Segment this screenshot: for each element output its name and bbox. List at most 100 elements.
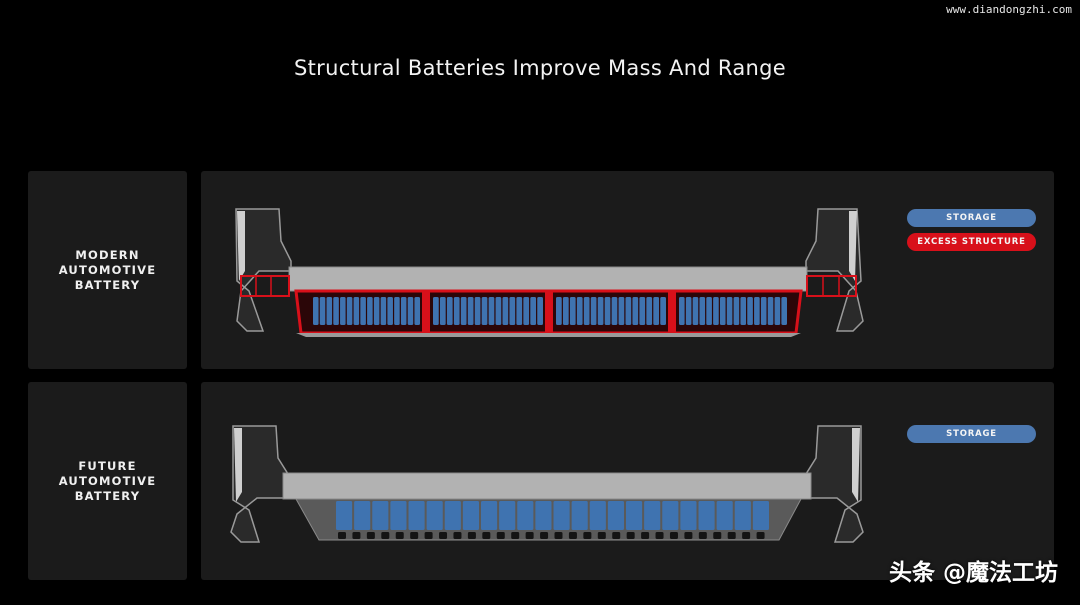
pack-rib xyxy=(612,532,621,539)
pack-rib xyxy=(727,532,736,539)
battery-cell xyxy=(346,297,353,325)
battery-cell xyxy=(460,297,467,325)
pack-rib xyxy=(583,532,592,539)
left-body-pillar xyxy=(230,425,289,543)
pack-rib xyxy=(669,532,678,539)
battery-cell xyxy=(604,297,611,325)
left-body-pillar xyxy=(235,208,292,332)
battery-cell xyxy=(481,297,488,325)
pack-rib xyxy=(453,532,462,539)
pack-bottom-ribs xyxy=(338,532,765,539)
floor-panel xyxy=(282,472,812,500)
floor-panel xyxy=(288,266,808,292)
future-battery-diagram xyxy=(230,425,864,543)
excess-structure-sides xyxy=(240,275,857,297)
battery-cell xyxy=(517,501,534,530)
future-battery-panel: STORAGE xyxy=(201,382,1054,580)
battery-cell xyxy=(597,297,604,325)
pack-rib xyxy=(366,532,375,539)
battery-cell xyxy=(733,297,740,325)
storage-cells-future xyxy=(336,501,769,530)
battery-cell xyxy=(453,297,460,325)
battery-cell xyxy=(583,297,590,325)
battery-cell xyxy=(400,297,407,325)
battery-cell xyxy=(353,297,360,325)
battery-cell xyxy=(660,297,666,325)
battery-cell xyxy=(752,501,769,530)
battery-cell xyxy=(390,501,407,530)
site-watermark: www.diandongzhi.com xyxy=(946,3,1072,16)
pack-rib xyxy=(655,532,664,539)
battery-cell xyxy=(354,501,371,530)
pack-rib xyxy=(698,532,707,539)
battery-cell xyxy=(340,297,346,325)
pack-rib xyxy=(338,532,346,539)
battery-cell xyxy=(380,297,387,325)
battery-cell xyxy=(692,297,699,325)
battery-cell xyxy=(726,297,733,325)
pack-rib xyxy=(496,532,505,539)
pack-bottom-plate xyxy=(296,333,801,337)
battery-cell xyxy=(556,297,562,325)
battery-cell xyxy=(680,501,697,530)
right-body-pillar xyxy=(805,425,864,543)
battery-cell xyxy=(523,297,530,325)
battery-cell xyxy=(394,297,400,325)
battery-cell xyxy=(685,297,692,325)
battery-cell xyxy=(373,297,380,325)
battery-cell xyxy=(509,297,516,325)
battery-cell xyxy=(367,297,373,325)
pack-rib xyxy=(684,532,693,539)
battery-cell xyxy=(387,297,393,325)
pack-rib xyxy=(381,532,390,539)
battery-cell xyxy=(439,297,446,325)
battery-cell xyxy=(333,297,339,325)
row-label-future: FUTURE AUTOMOTIVE BATTERY xyxy=(28,382,187,580)
battery-cell xyxy=(502,297,509,325)
battery-cell xyxy=(754,297,760,325)
battery-cell xyxy=(462,501,479,530)
battery-cell xyxy=(444,501,461,530)
battery-cell xyxy=(408,501,425,530)
battery-cell xyxy=(774,297,781,325)
pack-rib xyxy=(424,532,433,539)
pack-rib xyxy=(568,532,577,539)
battery-cell xyxy=(569,297,576,325)
pack-rib xyxy=(540,532,549,539)
pack-rib xyxy=(742,532,751,539)
battery-cell xyxy=(319,297,326,325)
battery-cell xyxy=(740,297,747,325)
battery-cell xyxy=(625,297,632,325)
battery-cell xyxy=(495,297,502,325)
battery-cell xyxy=(336,501,353,530)
battery-cell xyxy=(698,501,715,530)
pack-rib xyxy=(439,532,448,539)
pack-rib xyxy=(511,532,520,539)
battery-cell xyxy=(571,501,588,530)
battery-cell xyxy=(713,297,719,325)
legend-excess-structure-pill: EXCESS STRUCTURE xyxy=(907,233,1036,251)
battery-cell xyxy=(535,501,552,530)
battery-cell xyxy=(719,297,726,325)
battery-cell xyxy=(760,297,767,325)
battery-cell xyxy=(734,501,751,530)
battery-cell xyxy=(644,501,661,530)
battery-cell xyxy=(662,501,679,530)
battery-cell xyxy=(562,297,569,325)
battery-cell xyxy=(530,297,537,325)
modern-battery-diagram xyxy=(235,208,864,337)
battery-cell xyxy=(516,297,523,325)
battery-cell xyxy=(589,501,606,530)
battery-cell xyxy=(488,297,495,325)
battery-cell xyxy=(474,297,481,325)
battery-cell xyxy=(426,501,443,530)
pack-rib xyxy=(410,532,419,539)
battery-cell xyxy=(372,501,389,530)
battery-cell xyxy=(499,501,516,530)
battery-cell xyxy=(590,297,597,325)
pack-rib xyxy=(525,532,534,539)
battery-cell xyxy=(326,297,333,325)
battery-cell xyxy=(639,297,646,325)
battery-cell xyxy=(618,297,625,325)
battery-cell xyxy=(706,297,712,325)
